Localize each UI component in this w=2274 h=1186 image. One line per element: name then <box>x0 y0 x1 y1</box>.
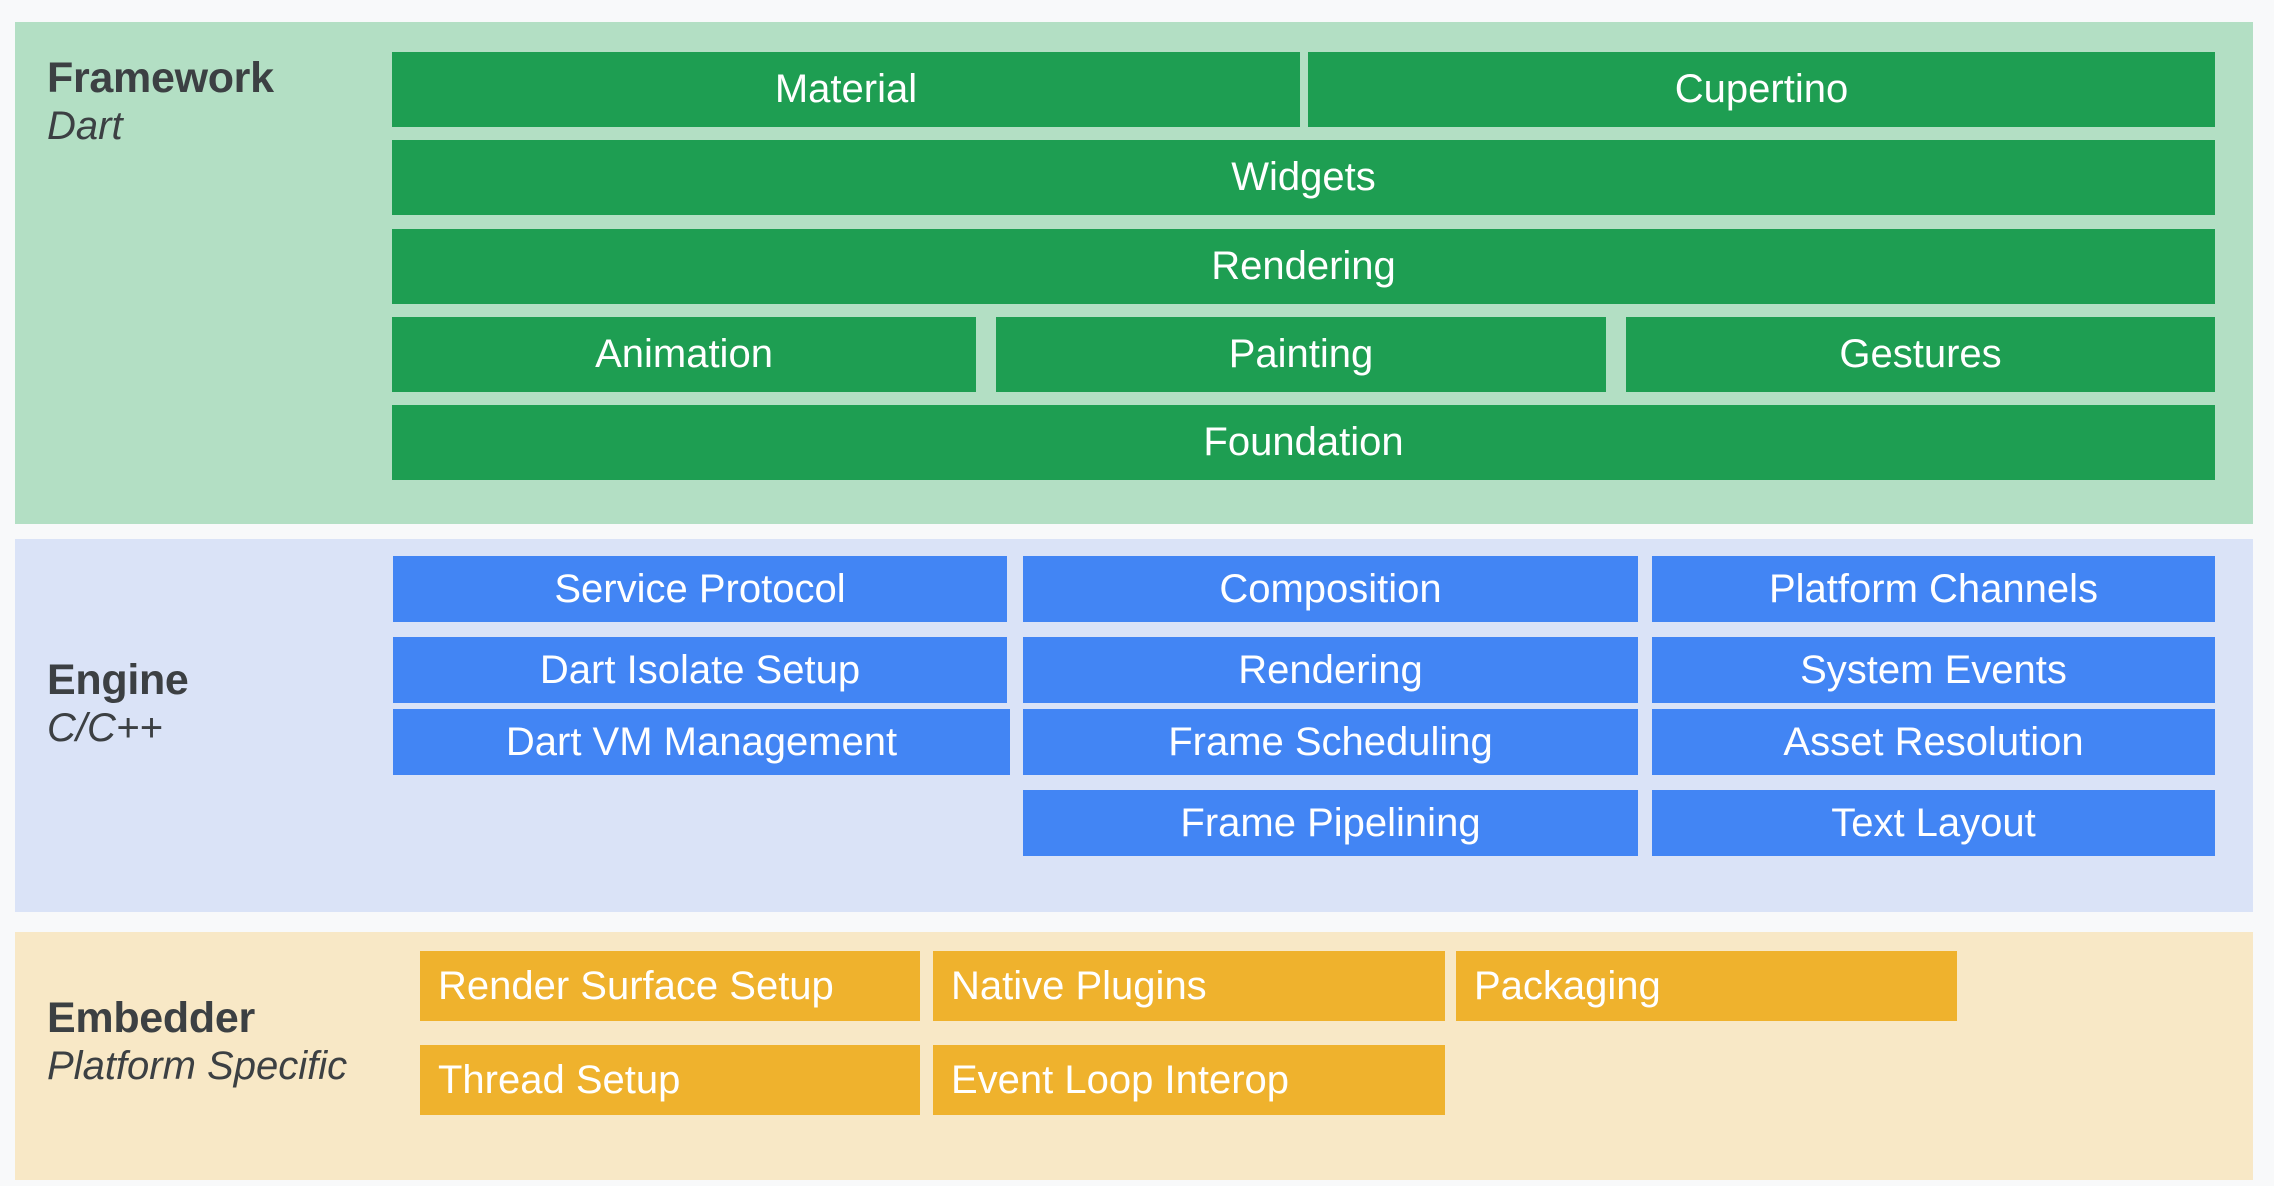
box-gestures[interactable]: Gestures <box>1626 317 2215 392</box>
box-event-loop-interop[interactable]: Event Loop Interop <box>933 1045 1445 1115</box>
section-label-embedder: Embedder Platform Specific <box>47 994 347 1089</box>
box-widgets[interactable]: Widgets <box>392 140 2215 215</box>
box-dart-isolate-setup[interactable]: Dart Isolate Setup <box>393 637 1007 703</box>
box-packaging[interactable]: Packaging <box>1456 951 1957 1021</box>
section-subtitle-framework: Dart <box>47 104 123 149</box>
section-label-engine: Engine C/C++ <box>47 656 189 751</box>
box-thread-setup[interactable]: Thread Setup <box>420 1045 920 1115</box>
box-rendering-engine[interactable]: Rendering <box>1023 637 1638 703</box>
section-title-embedder: Embedder <box>47 994 255 1042</box>
section-title-engine: Engine <box>47 656 189 704</box>
box-material[interactable]: Material <box>392 52 1300 127</box>
box-frame-pipelining[interactable]: Frame Pipelining <box>1023 790 1638 856</box>
section-title-framework: Framework <box>47 54 274 102</box>
box-asset-resolution[interactable]: Asset Resolution <box>1652 709 2215 775</box>
box-system-events[interactable]: System Events <box>1652 637 2215 703</box>
section-subtitle-engine: C/C++ <box>47 706 163 751</box>
box-service-protocol[interactable]: Service Protocol <box>393 556 1007 622</box>
section-subtitle-embedder: Platform Specific <box>47 1044 348 1089</box>
box-cupertino[interactable]: Cupertino <box>1308 52 2215 127</box>
box-render-surface-setup[interactable]: Render Surface Setup <box>420 951 920 1021</box>
box-dart-vm-management[interactable]: Dart VM Management <box>393 709 1010 775</box>
box-painting[interactable]: Painting <box>996 317 1606 392</box>
box-text-layout[interactable]: Text Layout <box>1652 790 2215 856</box>
box-composition[interactable]: Composition <box>1023 556 1638 622</box>
section-label-framework: Framework Dart <box>47 54 274 149</box>
box-native-plugins[interactable]: Native Plugins <box>933 951 1445 1021</box>
box-frame-scheduling[interactable]: Frame Scheduling <box>1023 709 1638 775</box>
box-platform-channels[interactable]: Platform Channels <box>1652 556 2215 622</box>
box-animation[interactable]: Animation <box>392 317 976 392</box>
box-rendering-framework[interactable]: Rendering <box>392 229 2215 304</box>
box-foundation[interactable]: Foundation <box>392 405 2215 480</box>
